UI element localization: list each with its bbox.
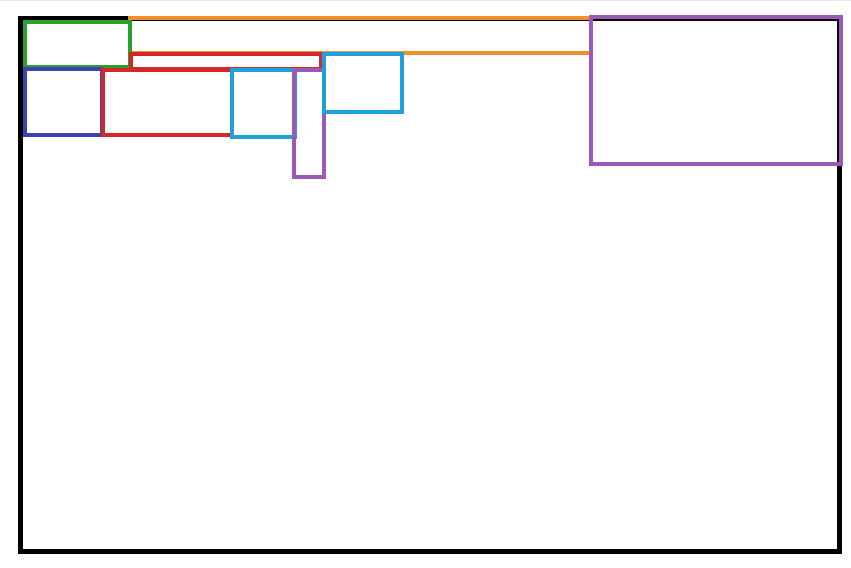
- green-corner-box: [23, 20, 132, 69]
- orange-top-bar-box: [128, 16, 593, 55]
- blue-box: [23, 67, 104, 137]
- cyan-left-box: [230, 68, 297, 139]
- purple-large-box: [589, 15, 843, 166]
- red-box: [101, 68, 234, 137]
- cyan-right-box: [322, 52, 404, 114]
- purple-tall-narrow-box: [292, 68, 326, 179]
- top-edge-line: [0, 0, 851, 1]
